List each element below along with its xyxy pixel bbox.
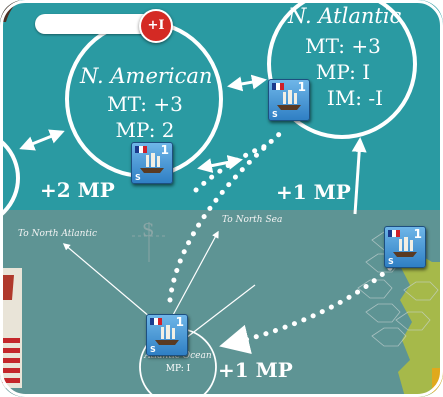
dotted-move-path-2	[193, 142, 271, 193]
link-arrow-american-atlantic	[227, 74, 267, 92]
sailing-ship-icon	[140, 153, 164, 173]
french-flag-icon	[272, 83, 284, 90]
zone-circle-n-atlantic	[267, 0, 417, 139]
dotted-move-path-1	[167, 127, 287, 303]
turn-track-bar	[35, 14, 153, 34]
ship-token-n-atlantic[interactable]: 1 S	[268, 79, 310, 121]
move-cost-right: +1 MP	[276, 180, 351, 204]
compass-letter: S	[142, 220, 155, 241]
link-arrow-american-left	[19, 129, 65, 151]
zone-mt-n-american: MT: +3	[107, 92, 183, 116]
turn-marker[interactable]: +I	[139, 9, 173, 43]
token-type: S	[388, 257, 394, 266]
coast-land	[392, 250, 443, 397]
zone-title-n-american: N. American	[80, 64, 213, 88]
turn-track: +I	[0, 0, 185, 43]
sailing-ship-icon	[393, 237, 417, 257]
zone-mp-n-atlantic: MP: I	[315, 60, 371, 84]
token-type: S	[150, 345, 156, 354]
link-arrow-atlantic-down	[351, 137, 367, 215]
token-value: 1	[160, 143, 169, 157]
ship-token-atlantic-ocean[interactable]: 1 S	[146, 314, 188, 356]
token-value: 1	[175, 315, 184, 329]
map-label-to-north-sea: To North Sea	[222, 215, 283, 225]
sailing-ship-icon	[155, 325, 179, 345]
token-type: S	[135, 173, 141, 182]
zone-im-n-atlantic: IM: -I	[326, 86, 384, 110]
zone-mt-n-atlantic: MT: +3	[305, 34, 381, 58]
dotted-move-path-3	[219, 265, 393, 355]
ship-token-n-american[interactable]: 1 S	[131, 142, 173, 184]
token-value: 1	[297, 80, 306, 94]
move-cost-left: +2 MP	[40, 178, 115, 202]
map-label-to-north-atlantic: To North Atlantic	[18, 229, 97, 239]
french-flag-icon	[135, 146, 147, 153]
ship-token-map-right[interactable]: 1 S	[384, 226, 426, 268]
link-arrow-american-right-curve	[197, 154, 243, 174]
zone-circle-left-edge	[0, 128, 20, 228]
french-flag-icon	[150, 318, 162, 325]
move-cost-bottom: +1 MP	[218, 358, 293, 382]
zone-mp-n-american: MP: 2	[115, 118, 175, 142]
zone-title-n-atlantic: N. Atlantic	[288, 4, 402, 28]
map-area	[0, 210, 443, 397]
token-type: S	[272, 110, 278, 119]
zone-title-atlantic-ocean: Atlantic Ocean	[144, 351, 212, 361]
token-value: 1	[413, 227, 422, 241]
french-flag-icon	[388, 230, 400, 237]
sailing-ship-icon	[277, 90, 301, 110]
zone-mp-atlantic-ocean: MP: I	[165, 364, 191, 374]
